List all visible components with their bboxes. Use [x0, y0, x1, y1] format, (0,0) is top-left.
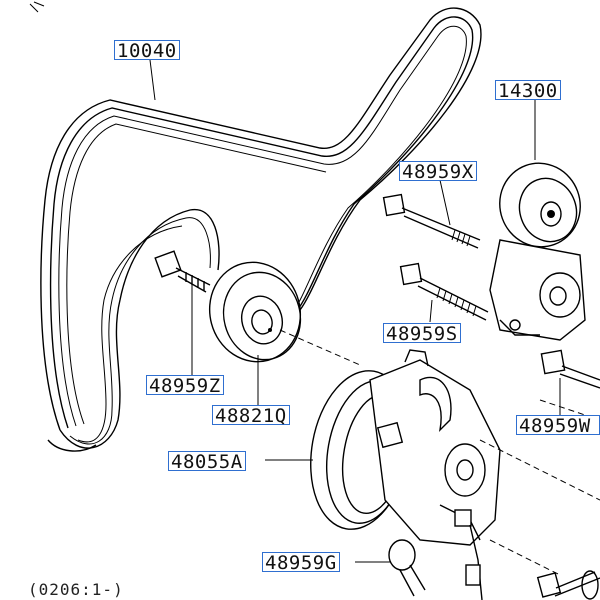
drive-belt [40, 7, 482, 452]
pump-drawing [310, 349, 501, 600]
bottom-bolt-drawing [388, 539, 426, 597]
lower-bolt-drawing [399, 262, 489, 321]
corner-mark-icon [29, 1, 45, 13]
part-label-bolt-right[interactable]: 48959W [516, 415, 600, 435]
part-label-pump[interactable]: 48055A [168, 451, 246, 472]
right-bolt-drawing [540, 349, 600, 389]
part-label-idler-bolt[interactable]: 48959Z [146, 375, 224, 396]
idler-bolt-drawing [154, 250, 211, 293]
leader-lines [149, 59, 561, 563]
part-label-bolt-lower[interactable]: 48959S [383, 323, 461, 344]
part-label-belt[interactable]: 10040 [114, 40, 180, 61]
upper-bolt-drawing [382, 193, 481, 249]
part-label-bolt-bottom[interactable]: 48959G [262, 552, 340, 573]
part-label-tensioner[interactable]: 14300 [495, 80, 561, 101]
footer-code: (0206:1-) [28, 580, 124, 599]
tensioner-drawing [489, 162, 586, 341]
corner-bolt-drawing [536, 570, 600, 600]
part-label-bolt-upper[interactable]: 48959X [399, 161, 477, 182]
idler-pulley-drawing [208, 261, 302, 363]
part-label-idler-pulley[interactable]: 48821Q [212, 405, 290, 426]
